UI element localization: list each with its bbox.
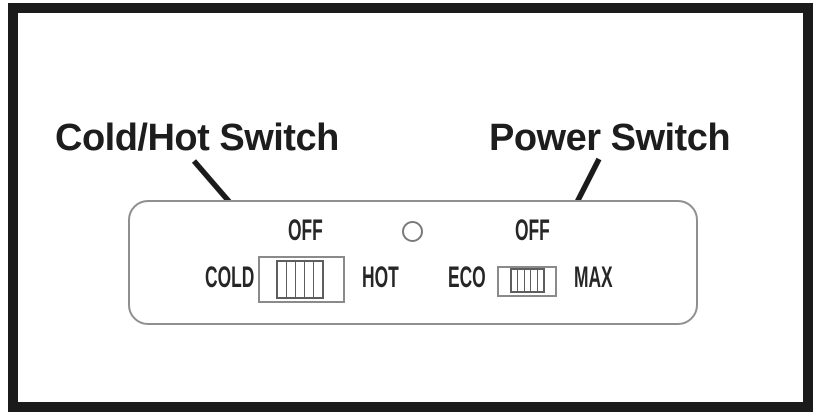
switch-ridge — [531, 270, 538, 291]
control-panel — [128, 200, 698, 325]
power-off-label: OFF — [515, 214, 550, 247]
switch-ridge — [512, 270, 519, 291]
switch-ridge — [287, 262, 296, 297]
cold-hot-off-label: OFF — [288, 214, 323, 247]
switch-ridge — [538, 270, 543, 291]
hot-label: HOT — [362, 261, 399, 294]
cold-label: COLD — [205, 261, 255, 294]
switch-ridge — [525, 270, 532, 291]
switch-ridge — [314, 262, 322, 297]
power-callout-label: Power Switch — [489, 117, 731, 159]
power-switch-knob[interactable] — [510, 268, 545, 293]
cold-hot-switch-track[interactable] — [258, 256, 345, 303]
switch-ridge — [518, 270, 525, 291]
switch-ridge — [296, 262, 305, 297]
eco-label: ECO — [448, 261, 486, 294]
switch-ridge — [278, 262, 287, 297]
max-label: MAX — [574, 261, 613, 294]
switch-ridge — [305, 262, 314, 297]
cold-hot-callout-label: Cold/Hot Switch — [55, 117, 339, 159]
power-switch-track[interactable] — [497, 266, 557, 297]
cold-hot-switch-knob[interactable] — [276, 260, 324, 299]
indicator-light-icon — [402, 221, 423, 242]
